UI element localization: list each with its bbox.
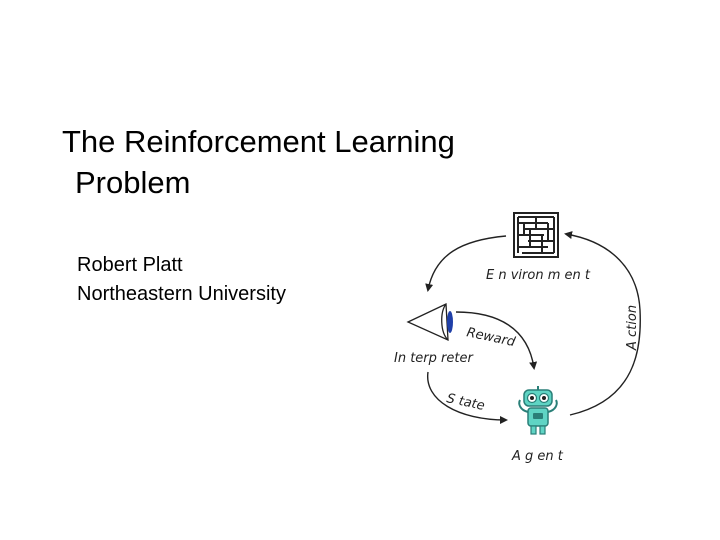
- slide-title: The Reinforcement Learning Problem: [62, 121, 582, 203]
- maze-icon: [513, 212, 559, 258]
- action-arrow: [564, 231, 641, 416]
- interpreter-label: In terp reter: [394, 351, 474, 366]
- robot-icon: [518, 386, 558, 435]
- author-affiliation: Northeastern University: [77, 283, 286, 305]
- rl-loop-svg: E n viron m en t A ction In terp reter R…: [394, 212, 641, 464]
- eye-icon: [406, 302, 453, 342]
- title-line-1: The Reinforcement Learning: [62, 124, 455, 159]
- author-block: Robert Platt Northeastern University: [77, 251, 286, 309]
- action-label: A ction: [625, 305, 640, 351]
- rl-loop-diagram: E n viron m en t A ction In terp reter R…: [380, 200, 660, 480]
- state-arrow: [427, 371, 508, 424]
- reward-arrow: [455, 311, 538, 370]
- agent-label: A g en t: [511, 449, 564, 464]
- state-label: S tate: [445, 391, 486, 414]
- environment-to-interpreter-arrow: [425, 235, 507, 292]
- title-line-2: Problem: [75, 165, 191, 200]
- reward-label: Reward: [465, 325, 517, 350]
- environment-label: E n viron m en t: [486, 268, 591, 283]
- author-name: Robert Platt: [77, 254, 183, 276]
